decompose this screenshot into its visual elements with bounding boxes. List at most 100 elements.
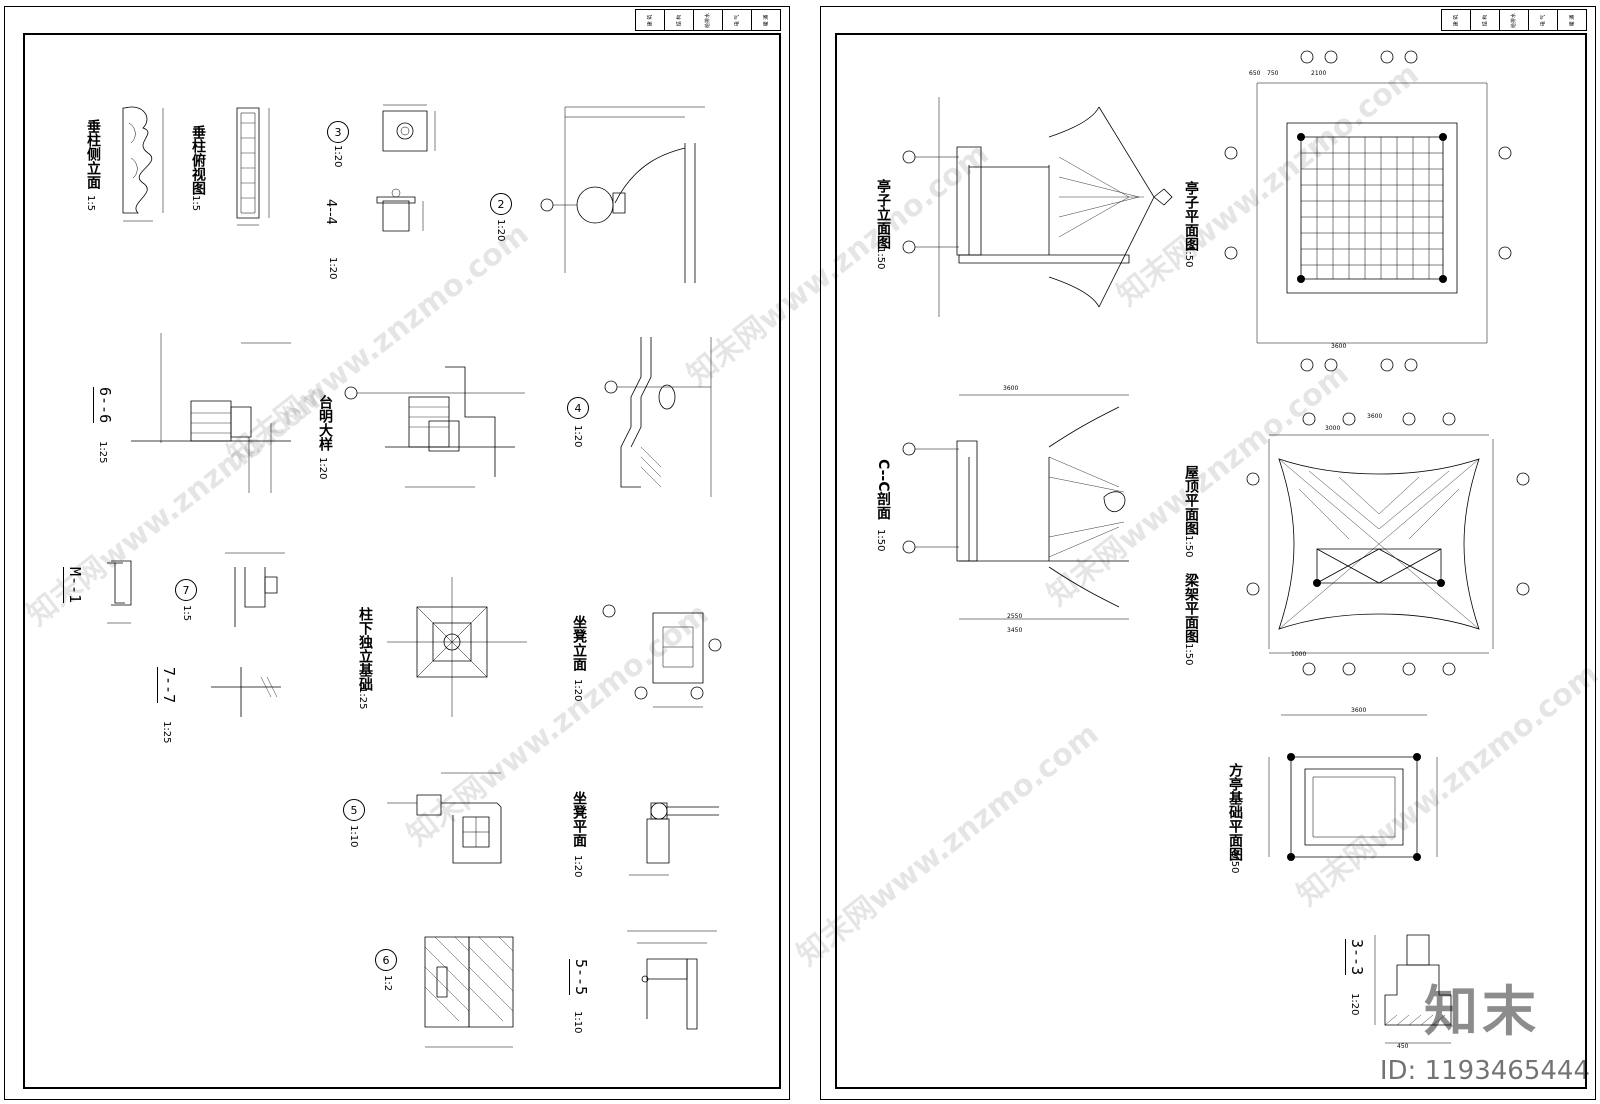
detail-callout: 5	[343, 799, 365, 821]
title-block-cell: 电 气	[1528, 10, 1557, 30]
detail-scale: 1:25	[161, 721, 172, 744]
detail-scale: 1:5	[190, 195, 201, 212]
detail-scale: 1:50	[1183, 643, 1194, 666]
channel-profile-m1	[101, 553, 171, 643]
detail-scale: 1:25	[97, 441, 108, 464]
title-block-cell: 建 筑	[1453, 14, 1460, 26]
section-label: 6--6	[93, 387, 114, 424]
section-label: M--1	[63, 567, 84, 604]
detail-label: 垂柱侧立面	[85, 119, 101, 189]
detail-7-joint	[205, 547, 295, 637]
dimension-text: 3600	[1367, 413, 1383, 420]
left-sheet-frame	[23, 33, 781, 1089]
detail-callout: 7	[175, 579, 197, 601]
title-block-cell: 结 构	[1470, 10, 1499, 30]
right-drawing-sheet: 建 筑 结 构 给排水 电 气 暖 通 亭子立面图 1:50 亭子平面图 1:5…	[820, 6, 1596, 1100]
detail-scale: 1:50	[1183, 535, 1194, 558]
foundation-plan	[1261, 703, 1441, 861]
detail-scale: 1:25	[357, 687, 368, 710]
detail-callout: 6	[375, 949, 397, 971]
section-5-5-detail	[617, 919, 737, 1049]
resource-id-label: ID: 1193465444	[1379, 1056, 1590, 1086]
dimension-text: 1000	[1291, 651, 1307, 658]
detail-callout: 4	[567, 397, 589, 419]
detail-scale: 1:5	[181, 605, 192, 622]
detail-label: 坐凳平面	[571, 791, 587, 847]
title-block-cell: 结 构	[664, 10, 693, 30]
detail-label: 台明大样	[317, 395, 333, 451]
carved-pillar-side-view	[113, 103, 173, 233]
dimension-text: 450	[1397, 1043, 1409, 1050]
detail-scale: 1:5	[85, 195, 96, 212]
detail-label: C--C剖面	[875, 459, 891, 520]
detail-scale: 1:20	[572, 855, 583, 878]
corbel-bracket-detail	[535, 93, 735, 283]
carved-pillar-top-view	[229, 103, 279, 233]
title-block-cell: 给排水	[1499, 10, 1528, 30]
right-sheet-frame	[835, 33, 1587, 1089]
detail-scale: 1:50	[875, 247, 886, 270]
dimension-text: 3600	[1331, 343, 1347, 350]
detail-scale: 1:20	[332, 145, 343, 168]
title-block-cell: 电 气	[722, 10, 751, 30]
bench-elevation	[597, 583, 737, 733]
pavilion-elevation	[899, 87, 1169, 327]
detail-label: 亭子平面图	[1183, 181, 1199, 251]
detail-label: 屋顶平面图	[1183, 465, 1199, 535]
title-block-cell: 给排水	[693, 10, 722, 30]
detail-6-hatched-section	[415, 907, 535, 1057]
detail-scale: 1:50	[1229, 851, 1240, 874]
detail-scale: 1:2	[382, 975, 393, 992]
detail-callout: 3	[327, 121, 349, 143]
brand-logo: 知末	[1424, 979, 1540, 1043]
detail-scale: 1:10	[572, 1011, 583, 1034]
detail-label: 方亭基础平面图	[1227, 763, 1243, 861]
detail-label: 坐凳立面	[571, 615, 587, 671]
detail-scale: 1:20	[317, 457, 328, 480]
detail-scale: 1:20	[495, 219, 506, 242]
step-section-detail	[601, 317, 751, 547]
isolated-footing-plan	[377, 567, 537, 727]
title-block-cell: 建 筑	[647, 14, 654, 26]
detail-scale: 1:10	[348, 825, 359, 848]
section-3-3-footing	[1367, 915, 1477, 1065]
detail-scale: 1:20	[327, 257, 338, 280]
detail-scale: 1:20	[1349, 993, 1360, 1016]
section-label: 3--3	[1345, 939, 1366, 976]
section-label: 4--4	[323, 199, 338, 225]
detail-scale: 1:50	[1183, 245, 1194, 268]
dimension-text: 750	[1267, 70, 1279, 77]
dimension-text: 3450	[1007, 627, 1023, 634]
title-block-cell: 暖 通	[751, 10, 780, 30]
section-label: 5--5	[569, 959, 590, 996]
pavilion-plan	[1217, 43, 1547, 373]
section-6-6-detail	[131, 323, 301, 503]
left-drawing-sheet: 建 筑 结 构 给排水 电 气 暖 通 垂柱侧立面 1:5 垂柱俯视图 1:5 …	[4, 6, 790, 1100]
dimension-text: 2100	[1311, 70, 1327, 77]
detail-scale: 1:20	[572, 425, 583, 448]
detail-label: 垂柱俯视图	[190, 125, 206, 195]
section-c-c	[899, 387, 1169, 637]
post-base-plan-detail	[373, 103, 443, 163]
detail-label: 亭子立面图	[875, 179, 891, 249]
detail-5-bench-section	[377, 759, 537, 889]
section-label: 7--7	[157, 667, 178, 704]
title-block-cell: 暖 通	[1557, 10, 1586, 30]
detail-callout: 2	[490, 193, 512, 215]
section-4-4-detail	[373, 183, 453, 243]
section-7-7-detail	[201, 657, 301, 747]
detail-label: 柱下独立基础	[357, 607, 373, 691]
title-block-right: 建 筑 结 构 给排水 电 气 暖 通	[1441, 9, 1587, 31]
dimension-text: 650	[1249, 70, 1261, 77]
dimension-text: 3600	[1003, 385, 1019, 392]
dimension-text: 2550	[1007, 613, 1023, 620]
title-block-left: 建 筑 结 构 给排水 电 气 暖 通	[635, 9, 781, 31]
roof-and-beam-plan	[1239, 399, 1539, 689]
detail-scale: 1:20	[572, 679, 583, 702]
detail-label: 梁架平面图	[1183, 573, 1199, 643]
dimension-text: 3000	[1325, 425, 1341, 432]
detail-scale: 1:50	[875, 529, 886, 552]
bench-plan	[609, 771, 749, 891]
dimension-text: 3600	[1351, 707, 1367, 714]
platform-foundation-detail	[345, 357, 545, 537]
